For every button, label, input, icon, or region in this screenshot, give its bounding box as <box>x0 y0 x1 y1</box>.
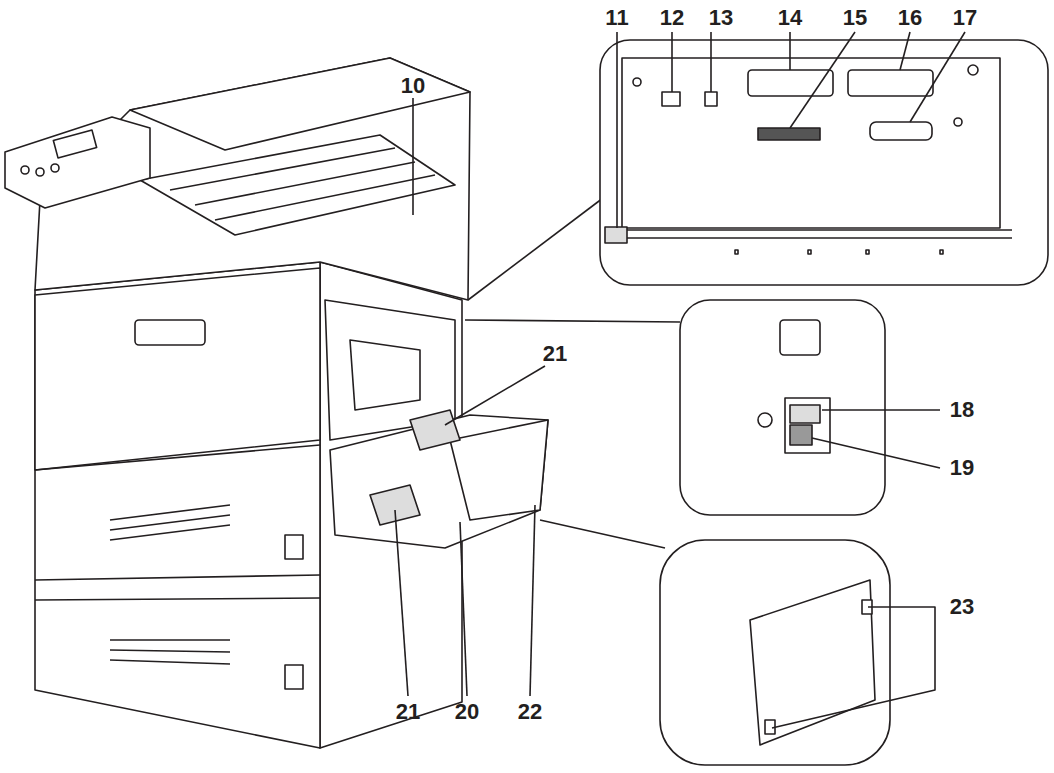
leader-line <box>812 438 940 468</box>
leader-line <box>910 32 965 122</box>
output-tray <box>140 135 455 235</box>
callout-number: 22 <box>518 701 542 723</box>
callout-number: 21 <box>396 701 420 723</box>
top-surface <box>130 58 470 150</box>
lan-port <box>662 92 680 106</box>
callout-number: 16 <box>898 7 922 29</box>
leader-line <box>445 366 545 425</box>
inset-line <box>468 195 607 300</box>
cover-handle <box>135 320 205 345</box>
panel-key <box>51 164 59 172</box>
leader-line <box>790 32 855 128</box>
power-switch <box>790 405 820 423</box>
screw <box>633 78 641 86</box>
lcd-display <box>53 130 96 158</box>
callout-number: 10 <box>401 75 425 97</box>
drawer-top <box>35 445 320 470</box>
housing <box>780 320 820 355</box>
drawer-grip <box>110 505 230 540</box>
tray-line <box>195 162 415 205</box>
control-panel <box>5 117 150 208</box>
leader-line <box>530 505 535 696</box>
leader-line <box>900 32 910 70</box>
latch <box>605 227 627 243</box>
leader-line <box>616 32 618 228</box>
side-cover <box>750 580 875 745</box>
inset-frame <box>660 540 890 765</box>
power-switch <box>790 425 812 445</box>
drawer-gauge <box>285 535 303 559</box>
tray-line <box>215 175 435 220</box>
notch <box>940 250 943 254</box>
drawer-gauge <box>285 665 303 689</box>
drawer-grip <box>110 640 230 664</box>
screw <box>968 65 978 75</box>
callout-number: 18 <box>950 399 974 421</box>
callout-number: 23 <box>950 596 974 618</box>
leader-line <box>395 510 408 696</box>
callout-number: 19 <box>950 457 974 479</box>
option-slot <box>848 70 933 96</box>
front-face <box>35 262 320 748</box>
callout-number: 20 <box>455 701 479 723</box>
callout-number: 21 <box>543 343 567 365</box>
leader-line <box>412 98 414 215</box>
rail <box>605 229 1012 231</box>
notch <box>808 250 811 254</box>
rail <box>610 237 1012 239</box>
paper-guide <box>410 410 460 450</box>
callout-number: 12 <box>660 7 684 29</box>
front-cover <box>35 268 320 470</box>
callout-number: 14 <box>778 7 802 29</box>
memory-slot <box>758 128 820 140</box>
notch <box>735 250 738 254</box>
power-socket <box>758 413 772 427</box>
screw <box>954 118 962 126</box>
leader-line <box>671 32 673 92</box>
interface-panel <box>622 58 1000 228</box>
side-vent <box>350 340 420 410</box>
parallel-port <box>870 122 932 140</box>
leader-line <box>460 522 467 696</box>
leader-line <box>710 32 712 92</box>
leader-bracket <box>772 607 935 728</box>
tray-line <box>170 148 395 190</box>
drawer-line <box>35 575 320 580</box>
leader-line <box>822 409 940 411</box>
callout-number: 17 <box>953 7 977 29</box>
notch <box>866 250 869 254</box>
leader-line <box>789 32 791 70</box>
usb-port <box>705 92 717 106</box>
inset-line <box>540 520 665 548</box>
mp-tray-extension <box>450 420 548 520</box>
drawer-line <box>35 598 320 600</box>
panel-key <box>36 168 44 176</box>
switch-frame <box>785 398 830 453</box>
callout-number: 11 <box>605 7 628 29</box>
panel-key <box>21 166 29 174</box>
callout-number: 15 <box>843 7 867 29</box>
callout-number: 13 <box>709 7 733 29</box>
inset-frame <box>680 300 885 515</box>
inset-line <box>465 320 680 322</box>
